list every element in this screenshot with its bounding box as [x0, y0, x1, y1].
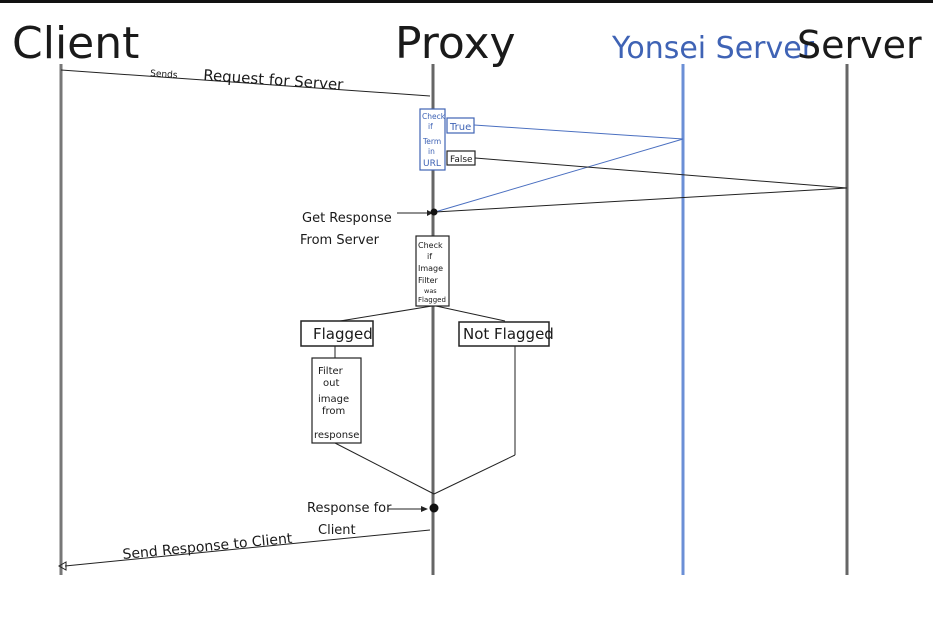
image-check-line-5: was	[424, 287, 437, 295]
true-to-yonsei-arrow	[473, 124, 684, 140]
participant-client: Client	[12, 18, 139, 69]
image-check-line-3: Image	[418, 264, 443, 273]
check-line-5: URL	[423, 159, 441, 169]
send-response-arrow-head	[57, 561, 67, 571]
get-response-pointer-head	[427, 210, 433, 216]
get-response-line-2: From Server	[300, 233, 380, 248]
split-to-flagged	[339, 305, 433, 322]
participant-server: Server	[797, 23, 922, 67]
request-arrow	[60, 69, 431, 97]
response-for-client-line-2: Client	[318, 523, 356, 538]
image-check-line-1: Check	[418, 241, 443, 250]
image-check-line-6: Flagged	[418, 296, 446, 304]
filter-line-1: Filter	[318, 366, 344, 377]
response-point	[429, 503, 439, 513]
response-pointer-head	[421, 506, 428, 512]
filter-line-4: from	[322, 406, 345, 417]
flagged-box	[300, 320, 374, 347]
split-to-not-flagged	[435, 305, 506, 322]
image-check-line-2: if	[427, 252, 432, 261]
check-line-4: in	[428, 147, 435, 156]
request-label-sends: Sends	[150, 69, 178, 81]
filter-line-3: image	[318, 394, 349, 405]
get-response-line-1: Get Response	[302, 211, 392, 226]
check-line-1: Check	[422, 112, 446, 121]
not-flagged-label: Not Flagged	[463, 325, 554, 343]
true-label: True	[449, 122, 471, 133]
request-label-request: Request for Server	[203, 66, 345, 94]
image-check-line-4: Filter	[418, 276, 439, 285]
filter-line-2: out	[323, 378, 339, 389]
yonsei-to-proxy-response	[434, 138, 684, 213]
flagged-label: Flagged	[313, 325, 373, 343]
participant-yonsei-server: Yonsei Server	[611, 31, 815, 66]
check-line-3: Term	[422, 137, 441, 146]
not-flagged-to-merge	[433, 454, 516, 495]
filter-to-merge	[334, 442, 435, 495]
check-keyword-box	[419, 108, 446, 171]
participant-proxy: Proxy	[395, 18, 516, 69]
not-flagged-box	[458, 321, 550, 347]
send-response-arrow	[64, 529, 431, 567]
check-image-filter-box	[415, 235, 450, 307]
send-response-label: Send Response to Client	[122, 531, 294, 563]
server-to-proxy-response	[434, 187, 848, 213]
filter-out-box	[311, 357, 362, 444]
response-for-client-line-1: Response for	[307, 501, 392, 516]
check-line-2: if	[428, 122, 433, 131]
filter-line-5: response	[314, 430, 359, 441]
get-response-point	[430, 208, 438, 216]
false-to-server-arrow	[474, 157, 848, 189]
false-label: False	[450, 155, 473, 165]
